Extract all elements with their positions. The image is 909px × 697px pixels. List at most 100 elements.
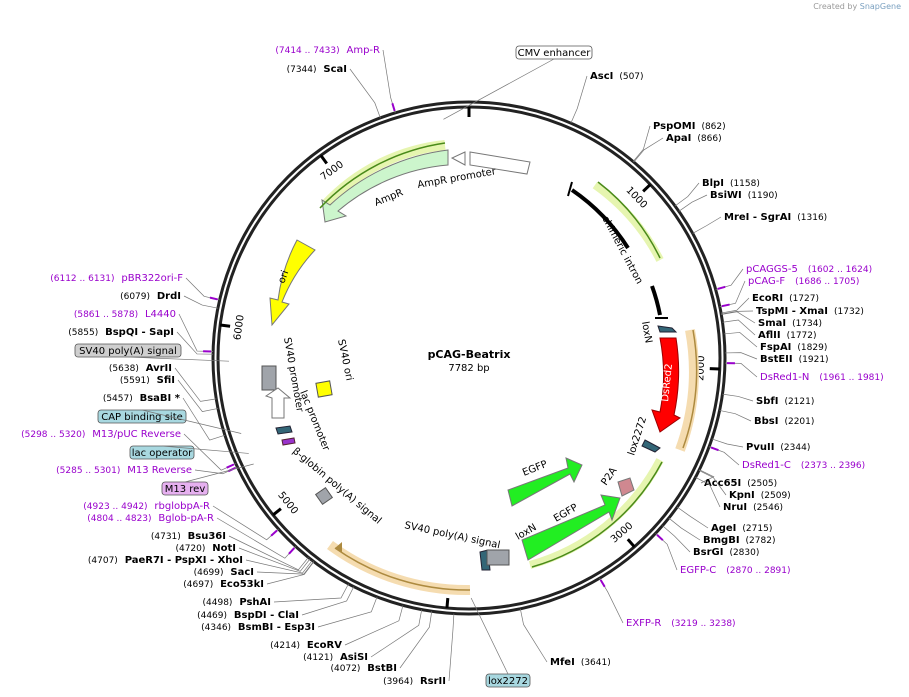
feature-highlights: [321, 140, 699, 596]
site-left-leader-0: [349, 68, 381, 118]
site-right-pos-9: (1772): [787, 331, 817, 341]
boxed-label-5: lox2272: [470, 597, 531, 688]
site-right-leader-20: [662, 525, 691, 553]
site-left-pos-7: (4720): [175, 544, 208, 554]
primer-name-11: EGFP-C: [680, 565, 716, 576]
p2a-marker: [617, 477, 635, 497]
site-left-leader-15: [370, 609, 423, 658]
site-right-pos-6: (1727): [789, 294, 819, 304]
site-right-name-9: AflII: [758, 330, 781, 341]
site-right-name-19: BmgBI: [703, 535, 740, 546]
label-sv40-ori: SV40 ori: [335, 338, 355, 381]
site-right-6: EcoRI(1727): [752, 293, 819, 304]
site-right-4: BsiWI(1190): [710, 190, 778, 201]
site-right-leader-11: [724, 352, 758, 360]
site-right-name-18: AgeI: [711, 523, 736, 534]
site-left-leader-11: [273, 583, 349, 603]
primer-mark-0: [391, 102, 396, 112]
site-right-pos-8: (1734): [792, 319, 822, 329]
site-left-17: (3964) RsrII: [383, 676, 446, 687]
primer-2: (5861 .. 5878) L4440: [74, 309, 176, 320]
site-left-10: (4697) Eco53kI: [183, 579, 264, 590]
site-left-6: (4731) Bsu36I: [151, 531, 226, 542]
site-left-name-5: BsaBI *: [140, 393, 181, 404]
primer-leader-1: [185, 277, 220, 301]
site-left-pos-9: (4699): [194, 568, 227, 578]
sv40-pa-box: [486, 549, 510, 566]
site-right-16: KpnI(2509): [729, 490, 791, 501]
site-left-16: (4072) BstBI: [331, 663, 398, 674]
primer-4: (5285 .. 5301) M13 Reverse: [56, 465, 192, 476]
snapgene-credit: Created by SnapGene: [813, 2, 901, 11]
boxed-label-text-1: SV40 poly(A) signal: [79, 346, 177, 357]
site-left-name-0: ScaI: [323, 64, 347, 75]
label-ampr-promoter: AmpR promoter: [417, 166, 498, 191]
dsred2-arrow: [651, 337, 681, 433]
site-right-name-7: TspMI - XmaI: [756, 306, 828, 317]
ampr-green-line: [319, 142, 446, 209]
site-right-leader-2: [633, 137, 664, 163]
boxed-label-text-2: CAP binding site: [101, 412, 183, 423]
site-left-name-11: PshAI: [239, 597, 271, 608]
label-ori: ori: [276, 269, 291, 285]
primer-mark-8: [721, 303, 730, 308]
primer-mark-3: [226, 463, 235, 469]
primer-name-8: pCAG-F: [748, 276, 785, 287]
tick-label-7: 7000: [319, 159, 346, 183]
site-right-leader-5: [692, 216, 722, 234]
primer-range-4: (5285 .. 5301): [56, 466, 123, 476]
site-right-pos-18: (2715): [742, 524, 772, 534]
site-right-10: FspAI(1829): [760, 342, 827, 353]
annotations: AscI(507)PspOMI(862)ApaI(866)BlpI(1158)B…: [21, 45, 884, 688]
primer-range-5: (4923 .. 4942): [83, 502, 150, 512]
site-right-leader-17: [695, 477, 721, 508]
label-egfp-inner: EGFP: [521, 459, 549, 479]
intron-green-line: [597, 181, 661, 259]
site-right-pos-5: (1316): [797, 213, 827, 223]
primer-mark-7: [717, 285, 726, 290]
highlight-dsred: [675, 329, 699, 452]
site-left-leader-12: [301, 586, 355, 616]
site-right-name-14: PvuII: [746, 442, 774, 453]
plasmid-length: 7782 bp: [448, 363, 489, 374]
primer-range-1: (6112 .. 6131): [50, 274, 117, 284]
site-left-name-15: AsiSI: [340, 652, 368, 663]
site-left-7: (4720) NotI: [175, 543, 236, 554]
site-left-pos-4: (5591): [120, 376, 153, 386]
site-left-leader-8: [245, 559, 313, 574]
primer-leader-8: [719, 280, 746, 307]
boxed-label-text-4: M13 rev: [165, 484, 206, 495]
label-lox2272-inner: lox2272: [626, 416, 649, 457]
primer-leader-10: [709, 446, 740, 466]
primer-mark-5: [270, 529, 278, 537]
site-right-leader-4: [678, 194, 708, 212]
primer-name-1: pBR322ori-F: [121, 273, 183, 284]
site-left-13: (4346) BsmBI - Esp3I: [201, 622, 315, 633]
site-left-name-9: SacI: [230, 567, 254, 578]
boxed-label-2: CAP binding site: [97, 409, 242, 434]
primer-range-6: (4804 .. 4823): [87, 514, 154, 524]
site-right-leader-13: [719, 410, 752, 422]
site-left-4: (5591) SfiI: [120, 375, 175, 386]
site-right-11: BstEII(1921): [760, 354, 829, 365]
primer-mark-10: [710, 446, 719, 452]
dsred-orange-line: [682, 329, 698, 449]
site-right-pos-2: (866): [697, 134, 721, 144]
site-left-name-8: PaeR7I - PspXI - XhoI: [125, 555, 243, 566]
site-left-name-1: DrdI: [157, 291, 181, 302]
primer-range-2: (5861 .. 5878): [74, 310, 141, 320]
primer-9: DsRed1-N(1961 .. 1981): [760, 372, 884, 383]
primer-7: pCAGGS-5(1602 .. 1624): [746, 264, 872, 275]
site-left-name-2: BspQI - SapI: [105, 327, 174, 338]
site-right-leader-18: [676, 506, 709, 529]
sv40-promoter-arrow: [264, 387, 292, 419]
site-left-pos-2: (5855): [68, 328, 101, 338]
primer-range-10: (2373 .. 2396): [801, 461, 865, 471]
site-right-pos-17: (2546): [753, 503, 783, 513]
primer-11: EGFP-C(2870 .. 2891): [680, 565, 791, 576]
site-left-leader-4: [177, 379, 219, 412]
primer-range-9: (1961 .. 1981): [819, 373, 883, 383]
site-left-3: (5638) AvrII: [109, 363, 172, 374]
site-left-leader-2: [176, 331, 214, 355]
site-right-leader-7: [721, 310, 754, 315]
